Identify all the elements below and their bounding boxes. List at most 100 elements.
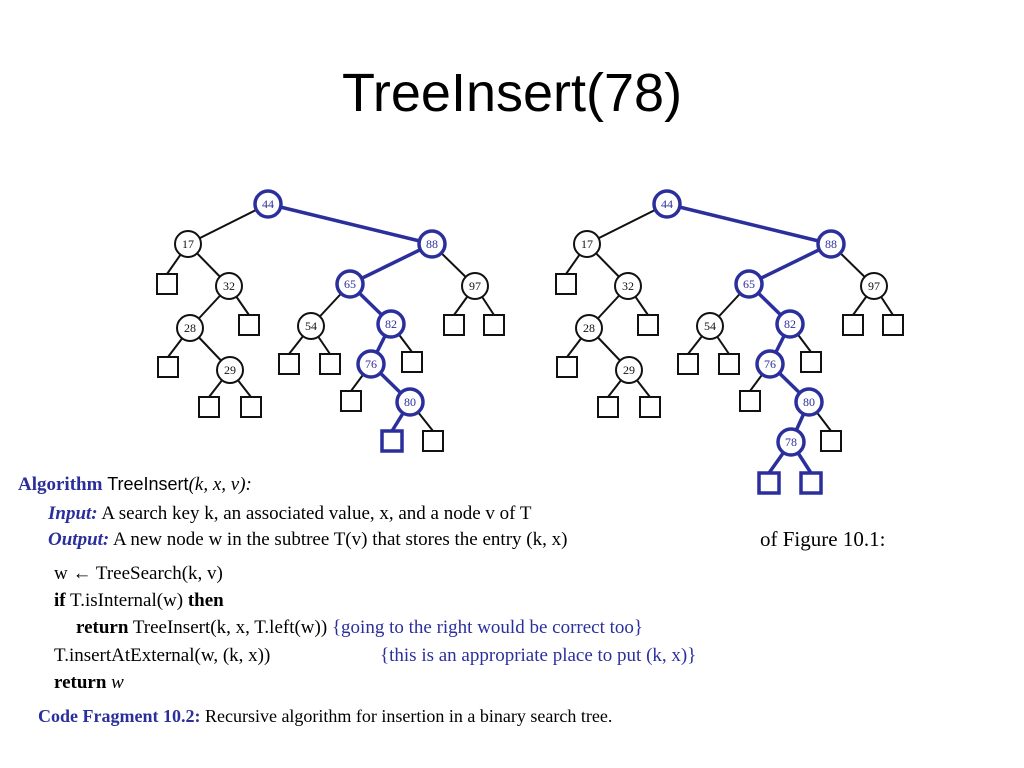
external-node [800, 351, 822, 373]
tree-node-29 [615, 356, 643, 384]
tree-node-key: 97 [868, 279, 880, 293]
tree-node-key: 54 [305, 319, 317, 333]
external-node [198, 396, 220, 418]
external-node [240, 396, 262, 418]
caption-label: Code Fragment 10.2: [38, 706, 201, 726]
tree-node-65 [734, 269, 764, 299]
tree-node-key: 28 [583, 321, 595, 335]
external-node [556, 356, 578, 378]
tree-node-key: 28 [184, 321, 196, 335]
tree-node-88 [816, 229, 846, 259]
tree-node-97 [461, 272, 489, 300]
algorithm-header: Algorithm TreeInsert(k, x, v): [18, 470, 252, 499]
output-label: Output: [48, 529, 110, 550]
tree-edge-44-17 [187, 203, 269, 245]
tree-node-key: 80 [803, 395, 815, 409]
code-fragment-caption: Code Fragment 10.2: Recursive algorithm … [38, 706, 612, 727]
external-node [319, 353, 341, 375]
external-node [483, 314, 505, 336]
tree-node-76 [356, 349, 386, 379]
input-label: Input: [48, 503, 98, 524]
tree-node-key: 29 [224, 363, 236, 377]
tree-node-key: 54 [704, 319, 716, 333]
tree-node-key: 78 [785, 435, 797, 449]
tree-node-key: 44 [661, 197, 673, 211]
external-node [422, 430, 444, 452]
input-line: Input: A search key k, an associated val… [48, 500, 532, 528]
tree-node-44 [652, 189, 682, 219]
tree-node-44 [253, 189, 283, 219]
algorithm-params: (k, x, v): [188, 474, 252, 495]
if-keyword: if [54, 590, 66, 611]
algorithm-keyword: Algorithm [18, 474, 103, 495]
tree-search-call: w ← TreeSearch(k, v) [54, 563, 223, 584]
external-node [739, 390, 761, 412]
tree-node-80 [395, 387, 425, 417]
external-node [637, 314, 659, 336]
tree-node-key: 76 [365, 357, 377, 371]
algo-line-4: T.insertAtExternal(w, (k, x)) [54, 642, 270, 670]
tree-node-key: 88 [825, 237, 837, 251]
tree-node-78 [776, 427, 806, 457]
tree-node-key: 44 [262, 197, 274, 211]
tree-edge-88-65 [748, 242, 832, 286]
tree-edge-88-65 [349, 242, 433, 286]
comment-appropriate-place: {this is an appropriate place to put (k,… [380, 645, 697, 666]
tree-node-key: 65 [344, 277, 356, 291]
external-node [639, 396, 661, 418]
comment-right: {going to the right would be correct too… [331, 617, 644, 638]
then-keyword: then [187, 590, 224, 611]
algo-line-3: return TreeInsert(k, x, T.left(w)) {goin… [76, 614, 643, 642]
tree-node-17 [174, 230, 202, 258]
tree-node-32 [614, 272, 642, 300]
tree-node-key: 29 [623, 363, 635, 377]
algorithm-name: TreeInsert [107, 474, 189, 494]
external-node [278, 353, 300, 375]
tree-node-key: 88 [426, 237, 438, 251]
tree-edge-44-88 [666, 202, 832, 246]
tree-node-82 [775, 309, 805, 339]
insert-at-external-call: T.insertAtExternal(w, (k, x)) [54, 645, 271, 666]
tree-node-65 [335, 269, 365, 299]
external-node [340, 390, 362, 412]
caption-text: Recursive algorithm for insertion in a b… [204, 706, 613, 726]
tree-node-54 [297, 312, 325, 340]
tree-node-key: 32 [622, 279, 634, 293]
tree-node-29 [216, 356, 244, 384]
tree-node-key: 65 [743, 277, 755, 291]
external-node [820, 430, 842, 452]
external-node [238, 314, 260, 336]
tree-edge-44-17 [586, 203, 668, 245]
algo-line-5: return w [54, 669, 124, 697]
tree-node-key: 97 [469, 279, 481, 293]
output-text: A new node w in the subtree T(v) that st… [112, 529, 568, 550]
slide-title: TreeInsert(78) [341, 63, 683, 123]
algo-line-2: if T.isInternal(w) then [54, 587, 224, 615]
figure-reference: of Figure 10.1: [760, 527, 886, 551]
external-node [757, 471, 781, 495]
external-node [718, 353, 740, 375]
external-node [597, 396, 619, 418]
tree-node-key: 32 [223, 279, 235, 293]
return-keyword-final: return [54, 672, 107, 693]
external-node [380, 429, 404, 453]
tree-node-80 [794, 387, 824, 417]
algo-line-4-comment: {this is an appropriate place to put (k,… [380, 642, 696, 670]
tree-node-key: 82 [385, 317, 397, 331]
tree-node-82 [376, 309, 406, 339]
is-internal-call: T.isInternal(w) [70, 590, 184, 611]
external-node [401, 351, 423, 373]
algo-line-1: w ← TreeSearch(k, v) [54, 560, 223, 588]
external-node [842, 314, 864, 336]
tree-node-key: 17 [182, 237, 194, 251]
external-node [799, 471, 823, 495]
tree-node-97 [860, 272, 888, 300]
tree-node-28 [575, 314, 603, 342]
external-node [882, 314, 904, 336]
tree-node-32 [215, 272, 243, 300]
external-node [443, 314, 465, 336]
external-node [156, 273, 178, 295]
tree-node-key: 80 [404, 395, 416, 409]
